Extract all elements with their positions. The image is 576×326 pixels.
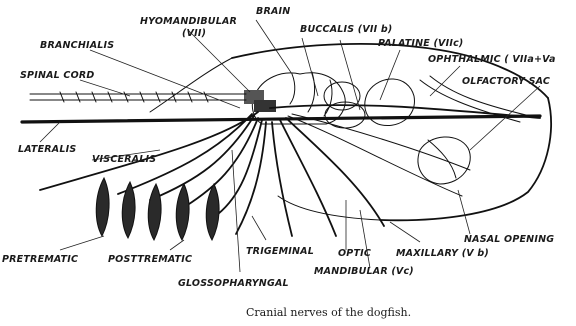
label-glossopharyngeal: GLOSSOPHARYNGAL <box>178 278 289 289</box>
label-mandibular: MANDIBULAR (Vc) <box>314 266 414 277</box>
label-pretrematic: PRETREMATIC <box>2 254 78 265</box>
label-nasal-opening: NASAL OPENING <box>464 234 554 245</box>
label-palatine: PALATINE (VIIc) <box>378 38 463 49</box>
label-maxillary: MAXILLARY (V b) <box>396 248 489 259</box>
label-brain: BRAIN <box>256 6 290 17</box>
label-visceralis: VISCERALIS <box>92 154 156 165</box>
olfactory-sac <box>365 79 470 184</box>
figure-caption: Cranial nerves of the dogfish. <box>246 306 411 319</box>
label-buccalis: BUCCALIS (VII b) <box>300 24 392 35</box>
label-trigeminal: TRIGEMINAL <box>246 246 314 257</box>
label-spinal-cord: SPINAL CORD <box>20 70 94 81</box>
label-lateralis: LATERALIS <box>18 144 76 155</box>
label-posttrematic: POSTTREMATIC <box>108 254 192 265</box>
label-hyomandibular-num: (VII) <box>182 28 206 39</box>
label-optic: OPTIC <box>338 248 371 259</box>
label-branchialis: BRANCHIALIS <box>40 40 114 51</box>
label-ophthalmic: OPHTHALMIC ( VIIa+Va <box>428 54 556 65</box>
label-hyomandibular: HYOMANDIBULAR <box>140 16 237 27</box>
spinal-cord <box>30 92 246 102</box>
gill-slits <box>96 178 219 240</box>
label-olfactory-sac: OLFACTORY SAC <box>462 76 550 87</box>
